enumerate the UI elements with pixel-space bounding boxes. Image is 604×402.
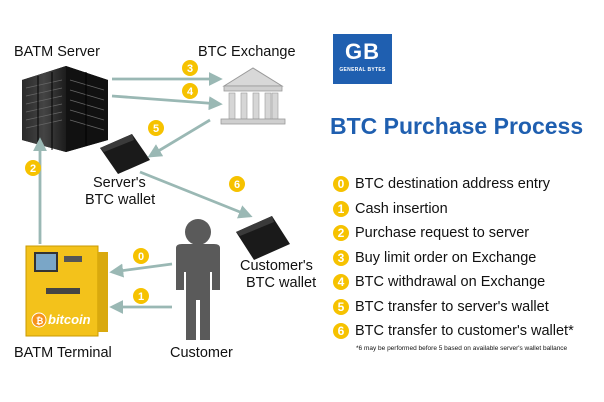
step-number-badge: 4 bbox=[333, 274, 349, 291]
step-text: Cash insertion bbox=[355, 200, 448, 217]
label-batm-server: BATM Server bbox=[14, 44, 100, 60]
step-number-badge: 6 bbox=[333, 323, 349, 340]
customer-person-icon bbox=[176, 219, 220, 340]
badge-6: 6 bbox=[229, 176, 245, 192]
batm-terminal-icon: ₿ bitcoin bbox=[25, 245, 108, 337]
step-number-badge: 3 bbox=[333, 249, 349, 266]
arrow-5 bbox=[147, 118, 211, 158]
customer-wallet-icon bbox=[236, 216, 290, 260]
step-item: 5 BTC transfer to server's wallet bbox=[333, 295, 603, 320]
step-text: BTC transfer to server's wallet bbox=[355, 298, 549, 315]
svg-text:3: 3 bbox=[187, 63, 193, 75]
step-item: 4 BTC withdrawal on Exchange bbox=[333, 270, 603, 295]
general-bytes-logo: GB GENERAL BYTES bbox=[333, 34, 392, 84]
badge-1: 1 bbox=[133, 288, 149, 304]
svg-text:₿: ₿ bbox=[36, 316, 43, 326]
badge-0: 0 bbox=[133, 248, 149, 264]
step-text: Buy limit order on Exchange bbox=[355, 249, 537, 266]
page-title: BTC Purchase Process bbox=[330, 113, 584, 139]
server-wallet-icon bbox=[100, 134, 150, 174]
badge-3: 3 bbox=[182, 60, 198, 76]
footnote: *6 may be performed before 5 based on av… bbox=[356, 345, 568, 352]
bank-icon bbox=[220, 67, 286, 125]
svg-text:0: 0 bbox=[138, 251, 144, 263]
svg-text:5: 5 bbox=[153, 123, 159, 135]
step-number-badge: 1 bbox=[333, 200, 349, 217]
badge-2: 2 bbox=[25, 160, 41, 176]
svg-text:1: 1 bbox=[138, 291, 144, 303]
step-item: 0 BTC destination address entry bbox=[333, 172, 603, 197]
step-text: BTC destination address entry bbox=[355, 176, 551, 193]
badge-4: 4 bbox=[182, 83, 198, 99]
step-number-badge: 0 bbox=[333, 176, 349, 193]
label-customer-wallet-1: Customer's bbox=[240, 258, 313, 274]
label-customer-wallet-2: BTC wallet bbox=[246, 275, 317, 291]
arrow-6 bbox=[139, 170, 253, 219]
badge-5: 5 bbox=[148, 120, 164, 136]
server-rack-icon bbox=[22, 66, 108, 152]
bitcoin-logo-text: bitcoin bbox=[48, 312, 91, 327]
step-number-badge: 5 bbox=[333, 298, 349, 315]
step-text: Purchase request to server bbox=[355, 225, 530, 242]
arrow-4 bbox=[111, 94, 223, 111]
step-text: BTC transfer to customer's wallet* bbox=[355, 323, 574, 340]
arrow-0 bbox=[109, 262, 173, 278]
label-batm-terminal: BATM Terminal bbox=[14, 345, 112, 361]
svg-text:4: 4 bbox=[187, 86, 194, 98]
svg-text:2: 2 bbox=[30, 163, 36, 175]
step-item: 1 Cash insertion bbox=[333, 197, 603, 222]
step-number-badge: 2 bbox=[333, 225, 349, 242]
arrow-badges: 3 4 5 6 2 0 1 bbox=[25, 60, 245, 304]
label-btc-exchange: BTC Exchange bbox=[198, 44, 296, 60]
label-server-wallet-2: BTC wallet bbox=[85, 192, 156, 208]
svg-text:6: 6 bbox=[234, 179, 240, 191]
step-item: 2 Purchase request to server bbox=[333, 221, 603, 246]
logo-subtext: GENERAL BYTES bbox=[339, 67, 386, 73]
steps-list: 0 BTC destination address entry 1 Cash ins… bbox=[333, 172, 603, 344]
label-server-wallet-1: Server's bbox=[93, 175, 146, 191]
step-item: 3 Buy limit order on Exchange bbox=[333, 246, 603, 271]
step-text: BTC withdrawal on Exchange bbox=[355, 274, 546, 291]
label-customer: Customer bbox=[170, 345, 233, 361]
step-item: 6 BTC transfer to customer's wallet* bbox=[333, 319, 603, 344]
logo-text: GB bbox=[345, 39, 380, 64]
